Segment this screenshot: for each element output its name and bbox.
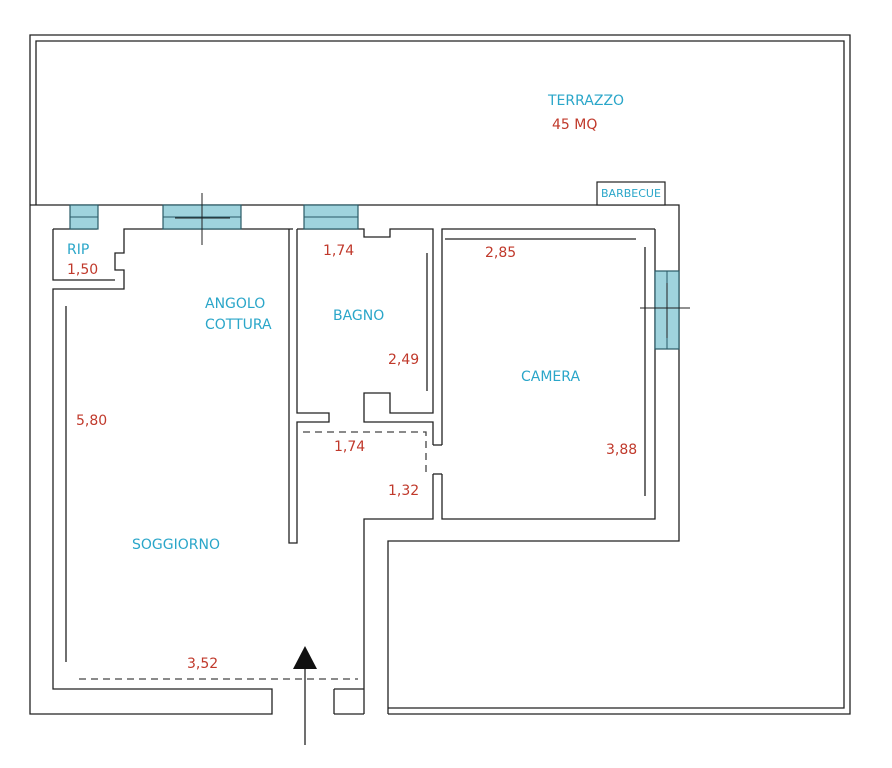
room-label-kitchen-1: ANGOLO <box>205 296 266 312</box>
area-label-terrace: 45 MQ <box>552 117 598 133</box>
dimension-living-width: 3,52 <box>187 656 219 672</box>
entrance-arrow-icon <box>293 646 317 745</box>
dimension-living-depth: 5,80 <box>76 413 108 429</box>
terrace-boundary <box>29 34 851 715</box>
apartment-walls <box>29 204 680 715</box>
dimension-bedroom-depth: 3,88 <box>606 442 638 458</box>
room-label-storage: RIP <box>67 242 90 258</box>
label-barbecue: BARBECUE <box>601 187 661 200</box>
room-label-kitchen-2: COTTURA <box>205 317 272 333</box>
room-label-living: SOGGIORNO <box>132 537 220 553</box>
room-label-bathroom: BAGNO <box>333 308 385 324</box>
dimension-bathroom-depth: 2,49 <box>388 352 420 368</box>
dimension-bathroom-width: 1,74 <box>323 243 355 259</box>
room-label-bedroom: CAMERA <box>521 369 581 385</box>
crosshair-icons <box>175 193 690 338</box>
barbecue-box <box>596 181 666 206</box>
room-label-terrace: TERRAZZO <box>548 93 625 109</box>
dimension-bedroom-width: 2,85 <box>485 245 517 261</box>
dimension-lines <box>79 431 427 680</box>
dimension-hall-width: 1,74 <box>334 439 366 455</box>
interior-walls <box>65 228 646 662</box>
dimension-storage: 1,50 <box>67 262 99 278</box>
dimension-hall-depth: 1,32 <box>388 483 420 499</box>
